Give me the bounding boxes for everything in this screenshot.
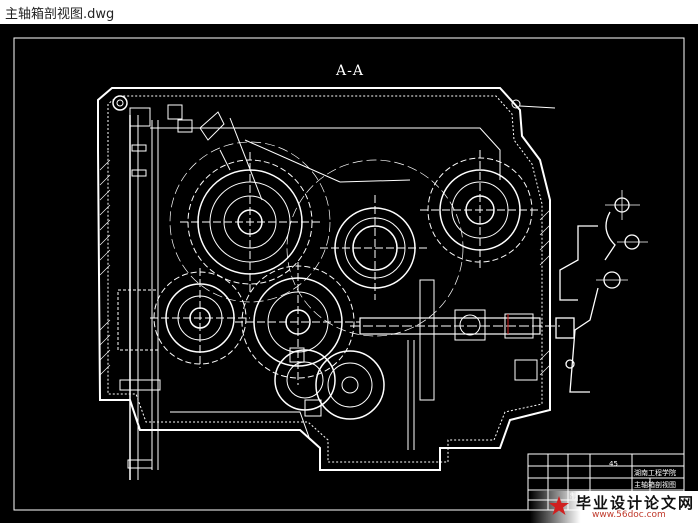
watermark: 毕业设计论文网 www.56doc.com xyxy=(530,491,698,523)
watermark-title: 毕业设计论文网 xyxy=(576,494,696,512)
window-title: 主轴箱剖视图.dwg xyxy=(5,7,115,22)
window-titlebar: 主轴箱剖视图.dwg xyxy=(0,0,698,24)
housing-outline xyxy=(97,87,551,471)
gear-lower xyxy=(274,347,385,420)
drawing-canvas[interactable]: A-A 45 湖南工程学院 主轴箱剖视图 制图 审核 xyxy=(0,24,698,523)
cad-drawing xyxy=(13,37,685,511)
watermark-logo-icon xyxy=(549,496,569,515)
watermark-url: www.56doc.com xyxy=(592,510,666,520)
gear-upper-middle xyxy=(286,159,464,337)
gear-middle-center xyxy=(235,262,360,385)
title-block-number: 45 xyxy=(609,460,618,468)
title-block-school: 湖南工程学院 xyxy=(634,469,676,477)
gear-middle-left xyxy=(150,268,250,368)
lever-right xyxy=(555,190,648,393)
title-block-name: 主轴箱剖视图 xyxy=(634,481,676,489)
gear-upper-right xyxy=(420,150,540,270)
sheet-border xyxy=(13,37,685,511)
section-view-label: A-A xyxy=(336,63,364,79)
